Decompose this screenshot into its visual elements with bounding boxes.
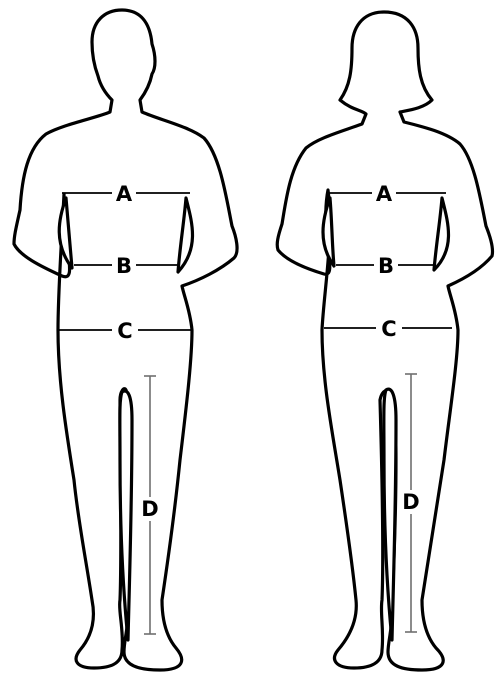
female-silhouette: [277, 12, 492, 670]
male-label-a: A: [116, 182, 133, 206]
female-label-d: D: [402, 490, 419, 514]
male-figure: A B C D: [14, 10, 237, 670]
male-leg-gap: [120, 391, 132, 640]
female-label-c: C: [381, 317, 396, 341]
female-label-b: B: [378, 254, 394, 278]
male-label-c: C: [117, 319, 132, 343]
female-leg-gap: [384, 389, 396, 640]
female-figure: A B C D: [277, 12, 492, 670]
male-label-d: D: [141, 497, 158, 521]
male-label-b: B: [116, 254, 132, 278]
female-label-a: A: [376, 182, 393, 206]
